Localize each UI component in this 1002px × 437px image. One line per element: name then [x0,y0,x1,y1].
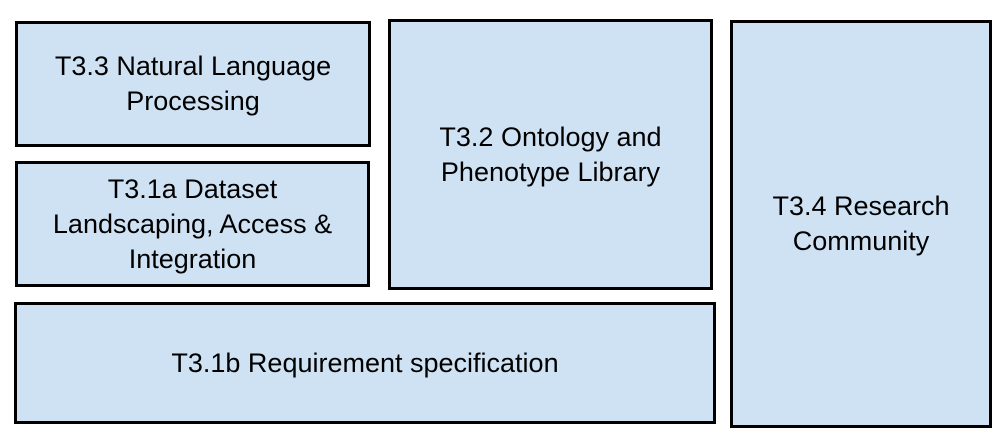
box-t3-2-ontology-and-phenotype-library: T3.2 Ontology and Phenotype Library [388,19,713,290]
box-label-line: Phenotype Library [440,156,661,187]
box-label-line: T3.2 Ontology and [439,121,662,152]
box-label-line: T3.1b Requirement specification [171,347,559,378]
box-label-line: Processing [126,86,260,116]
box-label-line: Landscaping, Access & [52,208,333,239]
box-label-line: T3.1a Dataset [107,173,278,204]
box-t3-3-natural-language-processing: T3.3 Natural Language Processing [15,21,371,147]
box-t3-1b-requirement-specification: T3.1b Requirement specification [14,302,716,424]
box-label-line: Integration [128,243,257,274]
box-label-line: Community [792,226,930,256]
box-t3-1a-dataset-landscaping-access-integration: T3.1a Dataset Landscaping, Access & Inte… [15,161,370,287]
box-label-line: T3.4 Research [772,191,950,221]
box-label-line: T3.3 Natural Language [54,51,332,81]
box-t3-4-research-community: T3.4 Research Community [730,20,992,428]
